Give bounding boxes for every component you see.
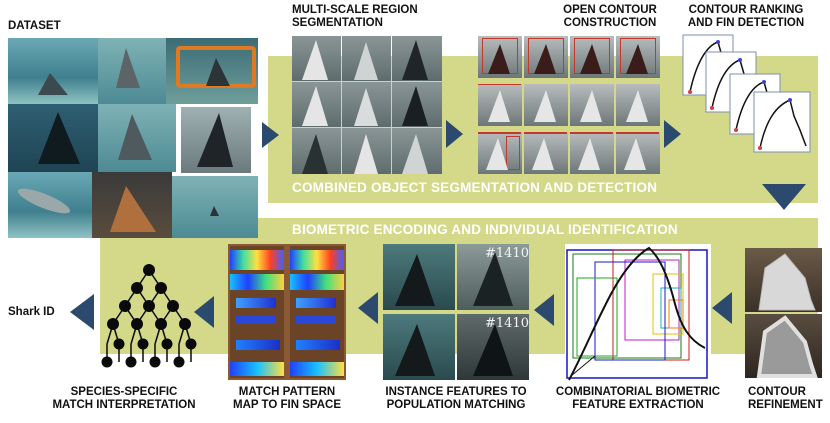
pattern-band	[230, 362, 284, 376]
arrow-left	[712, 292, 732, 324]
dataset-photo	[8, 38, 98, 104]
instance-label: INSTANCE FEATURES TO POPULATION MATCHING	[385, 386, 527, 411]
dataset-photo	[8, 172, 92, 238]
instance-matching-grid: #1410 #1410	[383, 244, 529, 380]
contour-tile	[570, 132, 614, 174]
contour-tile	[616, 84, 660, 126]
dataset-photo	[172, 176, 258, 238]
contour-tile	[478, 36, 522, 78]
species-tree-panel	[100, 256, 198, 374]
segmentation-tile	[292, 82, 341, 127]
pattern-band	[236, 340, 280, 350]
instance-photo: #1410	[457, 314, 529, 380]
match-id-top: #1410	[485, 246, 529, 261]
arrow-left	[194, 296, 214, 328]
hierarchy-tree-graphic	[101, 264, 197, 368]
instance-photo	[383, 244, 455, 310]
refinement-tile-1	[745, 248, 822, 312]
match-pattern-panel	[228, 244, 346, 380]
top-band-title: COMBINED OBJECT SEGMENTATION AND DETECTI…	[292, 180, 658, 195]
pattern-band	[236, 298, 276, 308]
species-label: SPECIES-SPECIFIC MATCH INTERPRETATION	[52, 386, 196, 411]
shark-id-label: Shark ID	[8, 306, 55, 318]
refinement-tile-2	[745, 314, 822, 378]
pattern-band	[296, 298, 336, 308]
arrow-right	[664, 120, 681, 148]
contour-tile	[478, 84, 522, 126]
segmentation-tile	[392, 82, 442, 127]
dataset-photo-selected	[178, 104, 254, 176]
contour-tile	[616, 36, 660, 78]
contour-tile	[478, 132, 522, 174]
rank-card	[753, 91, 811, 153]
pattern-band	[290, 362, 344, 376]
multiscale-label: MULTI-SCALE REGION SEGMENTATION	[292, 4, 418, 29]
match-pattern-label: MATCH PATTERN MAP TO FIN SPACE	[233, 386, 341, 411]
segmentation-tile	[342, 128, 391, 174]
segmentation-grid	[292, 36, 442, 174]
arrow-left	[70, 294, 94, 330]
contour-tile	[524, 132, 568, 174]
combinatorial-label: COMBINATORIAL BIOMETRIC FEATURE EXTRACTI…	[555, 386, 721, 411]
open-contour-grid	[478, 36, 660, 176]
pattern-band	[296, 340, 340, 350]
dataset-photo	[8, 104, 98, 172]
dataset-photo	[98, 38, 166, 104]
instance-photo	[383, 314, 455, 380]
segmentation-tile	[292, 36, 341, 81]
ranking-stack	[682, 34, 812, 154]
arrow-right	[446, 120, 463, 148]
arrow-left	[534, 294, 554, 326]
arrow-left	[358, 292, 378, 324]
segmentation-tile	[392, 36, 442, 81]
match-id-bottom: #1410	[485, 316, 529, 331]
pattern-band	[290, 274, 344, 290]
segmentation-tile	[292, 128, 341, 174]
pattern-band	[236, 316, 276, 324]
contour-tile	[524, 84, 568, 126]
contour-tile	[616, 132, 660, 174]
dataset-photo	[98, 104, 176, 172]
arrow-right	[262, 122, 279, 148]
feature-extraction-plot	[565, 244, 711, 382]
dataset-label: DATASET	[8, 20, 61, 32]
segmentation-tile	[342, 82, 391, 127]
contour-tile	[570, 36, 614, 78]
contour-tile	[570, 84, 614, 126]
pattern-band	[230, 250, 284, 270]
pattern-band	[296, 316, 336, 324]
instance-photo: #1410	[457, 244, 529, 310]
bottom-band-title: BIOMETRIC ENCODING AND INDIVIDUAL IDENTI…	[292, 222, 678, 237]
segmentation-tile	[342, 36, 391, 81]
ranking-label: CONTOUR RANKING AND FIN DETECTION	[687, 4, 805, 29]
open-contour-label: OPEN CONTOUR CONSTRUCTION	[563, 4, 657, 29]
ranking-cards-graphic	[682, 34, 811, 153]
dataset-mosaic	[8, 38, 258, 238]
dataset-photo	[92, 172, 172, 238]
dataset-photo	[166, 38, 258, 104]
refinement-label: CONTOUR REFINEMENT	[748, 386, 823, 411]
contour-tile	[524, 36, 568, 78]
pattern-band	[290, 250, 344, 270]
arrow-down	[762, 184, 806, 210]
pattern-band	[230, 274, 284, 290]
segmentation-tile	[392, 128, 442, 174]
